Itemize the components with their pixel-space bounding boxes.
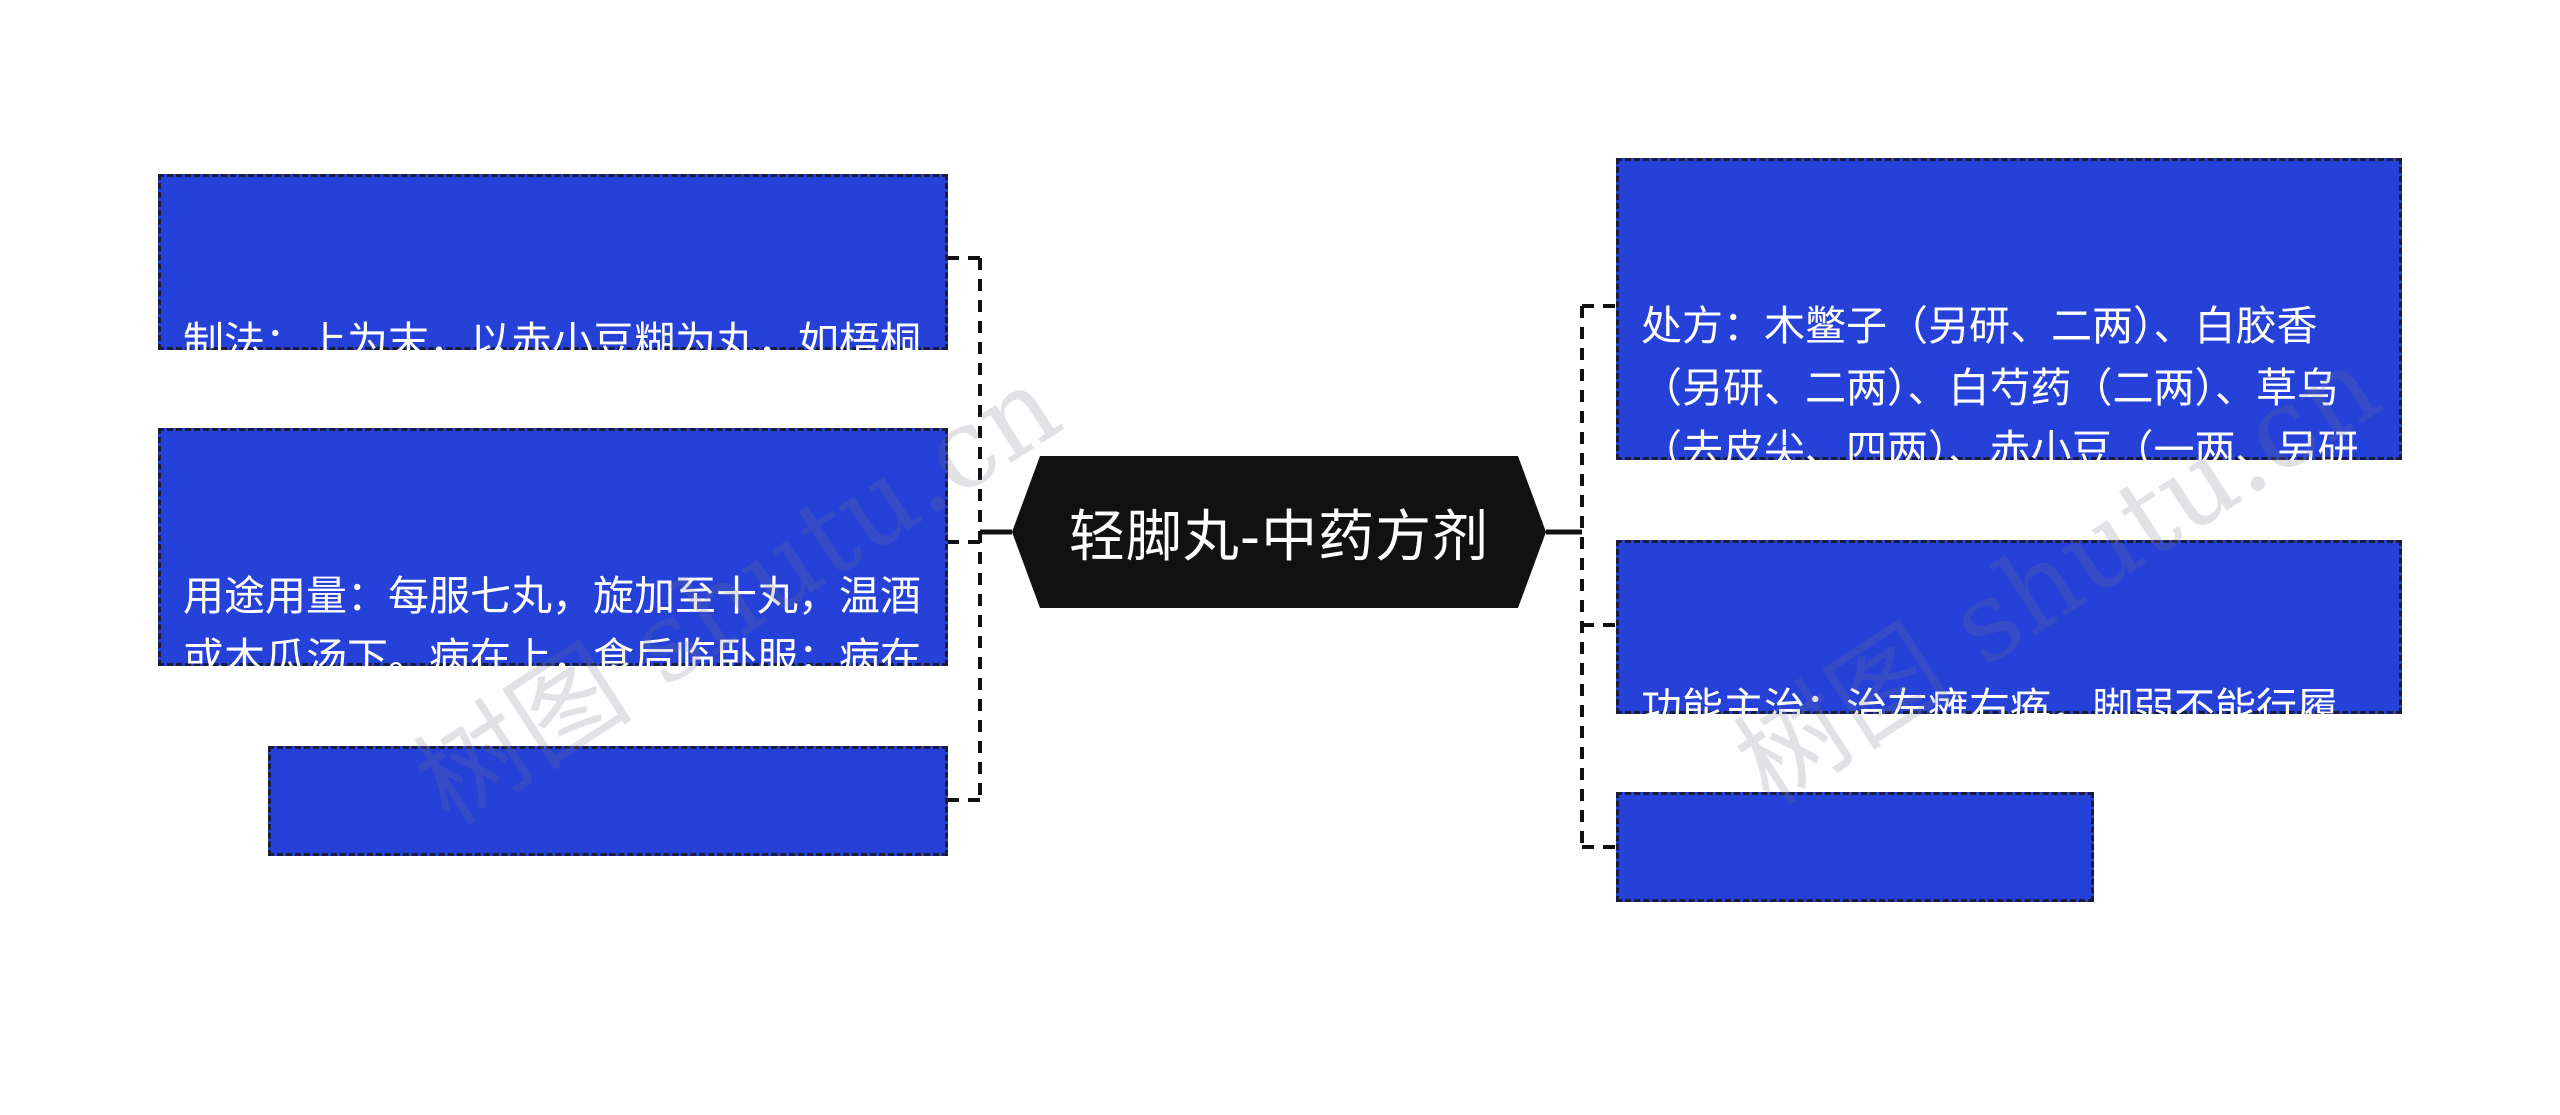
- node-function-text: 功能主治：治左瘫右痪，脚弱不能行履医学教`育网搜集整理。: [1641, 684, 2338, 794]
- central-topic-label: 轻脚丸-中药方剂: [1068, 504, 1490, 570]
- node-preparation[interactable]: 制法：上为末，以赤小豆糊为丸，如梧桐子大。: [158, 174, 948, 428]
- node-caution-text: 注意：忌热物少时。: [1641, 936, 2010, 984]
- central-topic[interactable]: 轻脚丸-中药方剂: [1012, 456, 1546, 608]
- node-usage[interactable]: 用途用量：每服七丸，旋加至十丸，温酒或木瓜汤下。病在上，食后临卧服；病在下，空心…: [158, 428, 948, 744]
- node-prescription[interactable]: 处方：木鳖子（另研、二两）、白胶香（另研、二两）、白芍药（二两）、草乌（去皮尖、…: [1616, 158, 2402, 536]
- node-source[interactable]: 摘录：明·方贤著《奇效良方》: [268, 746, 948, 938]
- node-usage-text: 用途用量：每服七丸，旋加至十丸，温酒或木瓜汤下。病在上，食后临卧服；病在下，空心…: [183, 572, 921, 744]
- node-function[interactable]: 功能主治：治左瘫右痪，脚弱不能行履医学教`育网搜集整理。: [1616, 540, 2402, 794]
- mind-map-canvas: 轻脚丸-中药方剂 制法：上为末，以赤小豆糊为丸，如梧桐子大。 用途用量：每服七丸…: [158, 158, 2402, 984]
- node-preparation-text: 制法：上为末，以赤小豆糊为丸，如梧桐子大。: [183, 318, 921, 428]
- node-prescription-text: 处方：木鳖子（另研、二两）、白胶香（另研、二两）、白芍药（二两）、草乌（去皮尖、…: [1641, 302, 2359, 536]
- node-caution[interactable]: 注意：忌热物少时。: [1616, 792, 2094, 984]
- node-source-text: 摘录：明·方贤著《奇效良方》: [293, 890, 840, 938]
- connector-lines: [948, 256, 1616, 849]
